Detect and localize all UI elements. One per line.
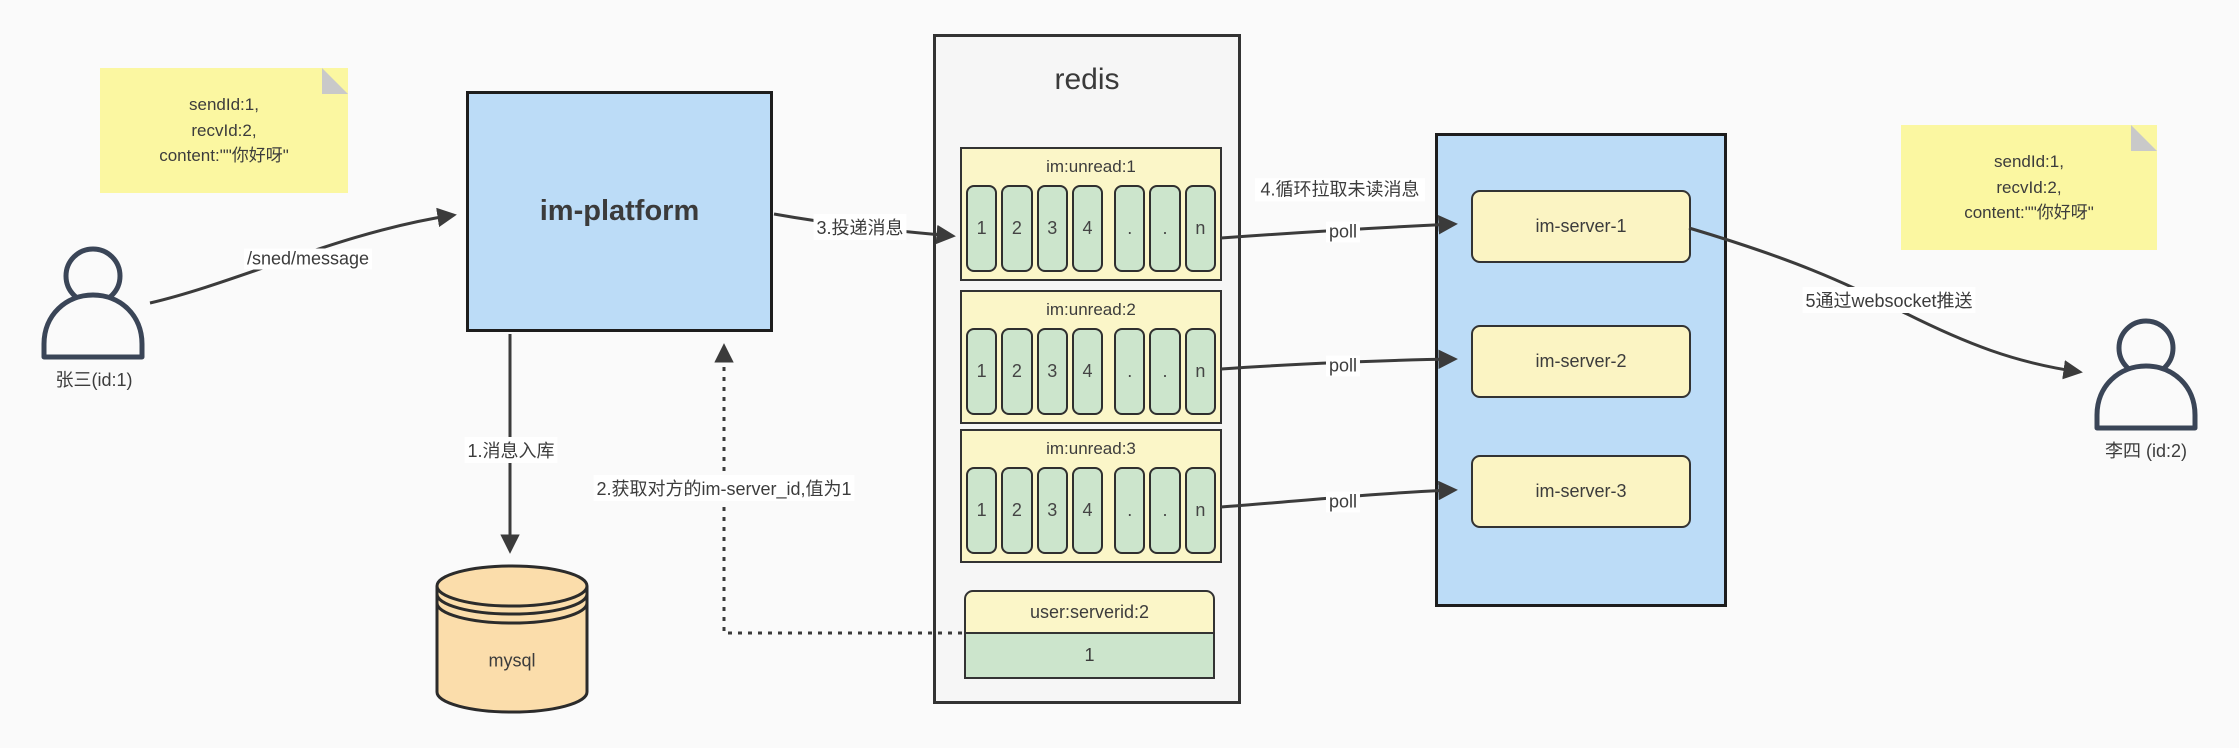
im-platform-title: im-platform [539, 195, 700, 227]
edge-label-step2: 2.获取对方的im-server_id,值为1 [593, 475, 855, 501]
queue-cell[interactable]: 1 [966, 328, 998, 415]
im-server-cluster[interactable]: im-server-1 im-server-2 im-server-3 [1435, 133, 1727, 607]
queue-cell[interactable]: 3 [1036, 328, 1068, 415]
note-fold-icon [2131, 125, 2157, 151]
queue-cell[interactable]: . [1149, 467, 1181, 554]
user-serverid-key: user:serverid:2 [964, 590, 1215, 634]
queue-im-unread-2[interactable]: im:unread:2 1 2 3 4 . . n [960, 290, 1222, 424]
note-line: recvId:2, [1996, 177, 2062, 197]
queue-title: im:unread:1 [1046, 157, 1136, 176]
edge-label-poll-1: poll [1325, 221, 1361, 243]
user-serverid-map[interactable]: user:serverid:2 1 [964, 590, 1215, 679]
queue-cell[interactable]: 3 [1036, 467, 1068, 554]
note-line: content:""你好呀" [159, 146, 289, 166]
queue-cell[interactable]: . [1114, 467, 1146, 554]
sticky-note-right[interactable]: sendId:1, recvId:2, content:""你好呀" [1901, 125, 2157, 250]
queue-cell[interactable]: 4 [1071, 467, 1104, 554]
queue-cell[interactable]: 2 [1001, 467, 1033, 554]
queue-cell[interactable]: . [1149, 185, 1181, 272]
queue-cell[interactable]: 2 [1001, 185, 1033, 272]
im-server-1-label: im-server-1 [1535, 216, 1627, 236]
queue-cell[interactable]: . [1114, 328, 1146, 415]
queue-cell[interactable]: 4 [1071, 185, 1104, 272]
queue-cells: 1 2 3 4 . . n [966, 185, 1216, 272]
note-fold-icon [322, 68, 348, 94]
queue-cells: 1 2 3 4 . . n [966, 467, 1216, 554]
queue-cell[interactable]: 2 [1001, 328, 1033, 415]
receiver-person-icon[interactable] [2094, 318, 2198, 431]
edge-label-poll-3: poll [1325, 491, 1361, 513]
mysql-label: mysql [488, 650, 536, 671]
edge-label-step5: 5通过websocket推送 [1802, 287, 1976, 313]
sticky-note-left[interactable]: sendId:1, recvId:2, content:""你好呀" [100, 68, 348, 193]
receiver-label: 李四 (id:2) [2104, 441, 2188, 461]
note-line: recvId:2, [191, 120, 257, 140]
queue-cell[interactable]: n [1184, 467, 1216, 554]
mysql-cylinder-icon[interactable] [435, 564, 589, 714]
note-line: sendId:1, [1994, 152, 2064, 172]
queue-cells: 1 2 3 4 . . n [966, 328, 1216, 415]
user-serverid-value: 1 [964, 634, 1215, 679]
queue-cell[interactable]: n [1184, 185, 1216, 272]
redis-title: redis [1054, 63, 1120, 96]
im-server-3-label: im-server-3 [1535, 481, 1627, 501]
queue-cell[interactable]: n [1184, 328, 1216, 415]
sender-label: 张三(id:1) [55, 370, 133, 390]
queue-cell[interactable]: . [1114, 185, 1146, 272]
queue-title: im:unread:2 [1046, 300, 1136, 319]
im-server-1-node[interactable]: im-server-1 [1471, 190, 1691, 263]
edge-label-step4: 4.循环拉取未读消息 [1255, 178, 1425, 202]
edge-label-step1: 1.消息入库 [464, 437, 558, 463]
note-line: content:""你好呀" [1964, 203, 2094, 223]
queue-im-unread-3[interactable]: im:unread:3 1 2 3 4 . . n [960, 429, 1222, 563]
edge-label-step3: 3.投递消息 [813, 214, 907, 240]
im-platform-node[interactable]: im-platform [466, 91, 773, 332]
im-server-2-label: im-server-2 [1535, 351, 1627, 371]
queue-cell[interactable]: . [1149, 328, 1181, 415]
edge-label-send-api: /sned/message [243, 248, 373, 270]
queue-cell[interactable]: 1 [966, 467, 998, 554]
redis-container[interactable]: redis im:unread:1 1 2 3 4 . . n im:unrea… [933, 34, 1241, 704]
queue-im-unread-1[interactable]: im:unread:1 1 2 3 4 . . n [960, 147, 1222, 281]
edge-label-poll-2: poll [1325, 355, 1361, 377]
queue-cell[interactable]: 3 [1036, 185, 1068, 272]
queue-cell[interactable]: 1 [966, 185, 998, 272]
sender-person-icon[interactable] [41, 246, 145, 360]
im-server-2-node[interactable]: im-server-2 [1471, 325, 1691, 398]
queue-title: im:unread:3 [1046, 439, 1136, 458]
queue-cell[interactable]: 4 [1071, 328, 1104, 415]
note-line: sendId:1, [189, 95, 259, 115]
im-server-3-node[interactable]: im-server-3 [1471, 455, 1691, 528]
